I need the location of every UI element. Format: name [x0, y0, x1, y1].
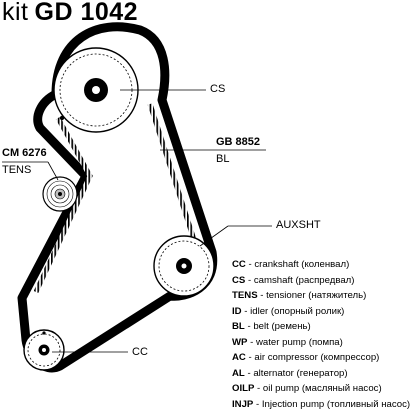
label-bl: BL: [216, 153, 230, 165]
label-auxsht: AUXSHT: [276, 219, 321, 231]
legend: CC - crankshaft (коленвал) CS - camshaft…: [232, 257, 410, 412]
legend-row: AC - air compressor (компрессор): [232, 352, 380, 363]
kit-code: GD 1042: [34, 0, 139, 26]
legend-row: CC - crankshaft (коленвал): [232, 259, 350, 270]
tensioner-roller: [42, 176, 78, 212]
label-tens: TENS: [2, 164, 32, 176]
legend-row: INJP - Injection pump (топливный насос): [232, 398, 411, 410]
legend-row: OILP - oil pump (масляный насос): [232, 383, 382, 394]
legend-row: WP - water pump (помпа): [232, 336, 343, 348]
legend-row: CS - camshaft (распредвал): [232, 274, 355, 286]
label-cs-top: CS: [210, 83, 226, 95]
label-cm-code: CM 6276: [2, 147, 47, 159]
label-cc-bottom: CC: [132, 346, 148, 358]
legend-row: ID - idler (опорный ролик): [232, 305, 345, 317]
legend-row: AL - alternator (генератор): [232, 367, 348, 379]
crankshaft-pulley: [23, 329, 65, 371]
auxshaft-pulley: [153, 235, 215, 297]
label-gb-code: GB 8852: [216, 136, 261, 148]
legend-row: BL - belt (ремень): [232, 321, 311, 332]
leader-cm-drop: [47, 161, 59, 181]
legend-row: TENS - tensioner (натяжитель): [232, 290, 367, 301]
belt-teeth-left: [33, 116, 93, 294]
leader-aux: [199, 225, 229, 247]
kit-prefix: kit: [2, 0, 29, 26]
belt-teeth-right: [147, 103, 201, 253]
